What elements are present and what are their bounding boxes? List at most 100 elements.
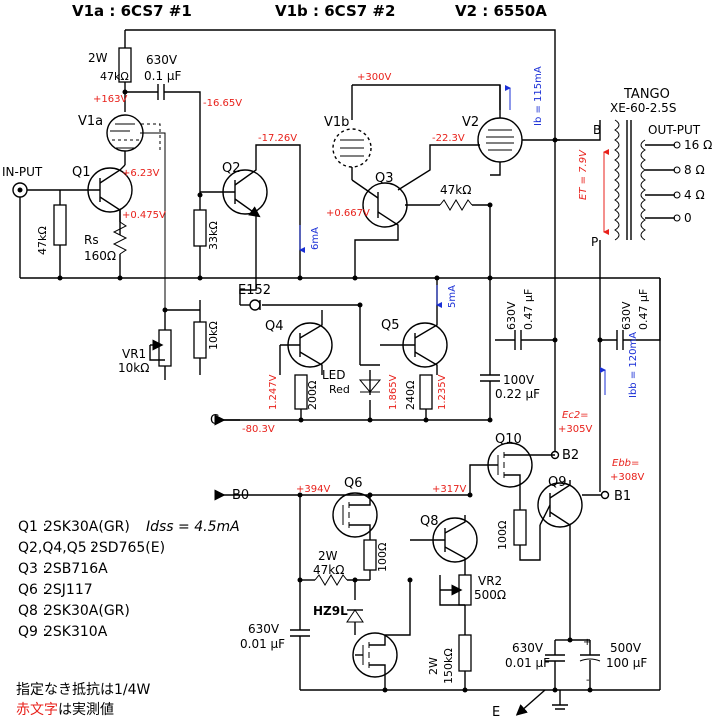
label-r47k-top: 47kΩ (100, 70, 129, 83)
label-c630-c: 630V (248, 622, 280, 636)
meas-vm803: -80.3V (242, 424, 275, 435)
label-r100-q10: 100Ω (496, 521, 509, 550)
label-minus: - (586, 675, 590, 686)
label-vr2: VR2 (478, 574, 502, 588)
label-r47k-in: 47kΩ (36, 226, 49, 255)
transformer-et: ET = 7.9V (578, 149, 589, 200)
footnote-rest: は実測値 (58, 702, 114, 718)
label-q10: Q10 (495, 432, 522, 447)
label-v2: V2 (462, 115, 479, 130)
label-q4: Q4 (265, 319, 284, 334)
footnote-line2: 赤文字は実測値 (16, 702, 114, 718)
label-c047-a: 0.47 μF (522, 289, 535, 330)
label-r2w-top: 2W (88, 51, 108, 65)
legend-part: 2SB716A (44, 561, 108, 577)
label-q1: Q1 (72, 165, 91, 180)
label-c-node: C (210, 413, 219, 428)
label-b2: B2 (562, 448, 579, 463)
label-e152: E152 (238, 283, 271, 298)
part-labels: 2W 47kΩ 630V 0.1 μF V1a Q1 IN-PUT 47kΩ R… (2, 51, 650, 720)
meas-v300: +300V (357, 72, 391, 83)
label-q5: Q5 (381, 318, 400, 333)
label-r160: 160Ω (84, 249, 116, 263)
transformer-p: P (591, 235, 598, 249)
legend-ref: Q1 : (18, 519, 47, 535)
label-led: LED (322, 368, 346, 382)
legend-ref: Q2,Q4,Q5 : (18, 540, 96, 556)
label-q9: Q9 (548, 475, 567, 490)
meas-v0475: +0.475V (122, 210, 166, 221)
label-c630-b: 630V (620, 301, 633, 330)
parts-legend: Q1 : 2SK30A(GR) Idss = 4.5mA Q2,Q4,Q5 : … (18, 519, 240, 640)
transformer-b: B (593, 123, 601, 137)
label-r47k-b: 47kΩ (313, 563, 344, 577)
legend-note: Idss = 4.5mA (146, 519, 240, 535)
junction-dots (57, 89, 603, 693)
current-ibb: Ibb = 120mA (628, 332, 639, 398)
label-plus: + (583, 637, 591, 648)
label-c500v: 500V (610, 641, 642, 655)
meas-v163: +163V (93, 94, 127, 105)
legend-ref: Q3 : (18, 561, 47, 577)
meas-vm1665: -16.65V (203, 98, 242, 109)
meas-v1865: 1.865V (388, 374, 399, 410)
label-q6: Q6 (344, 476, 363, 491)
legend-part: 2SK30A(GR) (44, 519, 130, 535)
label-vr1: VR1 (122, 347, 146, 361)
header-v2: V2 : 6550A (455, 2, 547, 20)
label-q3: Q3 (375, 171, 394, 186)
current-5ma: 5mA (447, 285, 458, 308)
label-c022: 0.22 μF (495, 387, 540, 401)
meas-v0667: +0.667V (326, 208, 370, 219)
meas-v305: +305V (558, 424, 592, 435)
header-v1a: V1a : 6CS7 #1 (72, 2, 192, 20)
label-c047-b: 0.47 μF (637, 289, 650, 330)
label-v1b: V1b (324, 115, 349, 130)
label-c630-d: 630V (512, 641, 544, 655)
label-e-node: E (492, 705, 500, 720)
tap-4: 4 Ω (684, 188, 705, 202)
label-c01-top: 0.1 μF (144, 69, 182, 83)
transformer-brand: TANGO (623, 87, 670, 102)
legend-ref: Q9 : (18, 624, 47, 640)
label-r47k-fb: 47kΩ (440, 183, 471, 197)
label-r33k: 33kΩ (207, 221, 220, 250)
label-input: IN-PUT (2, 165, 43, 179)
label-c630-top: 630V (146, 53, 178, 67)
meas-v623: +6.23V (122, 168, 160, 179)
label-vr2-val: 500Ω (474, 588, 506, 602)
label-r10k: 10kΩ (207, 321, 220, 350)
label-r2w-b: 2W (318, 549, 338, 563)
label-r200: 200Ω (306, 381, 319, 410)
label-rs: Rs (84, 233, 99, 247)
footnote-red: 赤文字 (16, 702, 58, 718)
label-vr1-val: 10kΩ (118, 361, 149, 375)
legend-part: 2SJ117 (44, 582, 93, 598)
meas-v317: +317V (432, 484, 466, 495)
label-c001-d: 0.01 μF (505, 656, 550, 670)
label-v1a: V1a (78, 114, 103, 129)
label-led-red: Red (329, 383, 350, 396)
label-c100v: 100V (503, 373, 535, 387)
transformer-out-label: OUT-PUT (648, 123, 701, 137)
transformer-model: XE-60-2.5S (610, 101, 676, 115)
tap-0: 0 (684, 211, 692, 225)
label-b1: B1 (614, 489, 631, 504)
label-hz9l: HZ9L (313, 604, 348, 618)
legend-part: 2SK310A (44, 624, 108, 640)
legend-ref: Q8 : (18, 603, 47, 619)
legend-part: 2SK30A(GR) (44, 603, 130, 619)
label-c630-a: 630V (505, 301, 518, 330)
label-r240: 240Ω (404, 381, 417, 410)
meas-vm1726: -17.26V (258, 133, 297, 144)
meas-v1235: 1.235V (437, 374, 448, 410)
transformer-labels: TANGO XE-60-2.5S OUT-PUT B P 16 Ω 8 Ω 4 … (578, 87, 712, 249)
header-v1b: V1b : 6CS7 #2 (275, 2, 395, 20)
label-c001-c: 0.01 μF (240, 637, 285, 651)
label-q8: Q8 (420, 514, 439, 529)
meas-v394: +394V (296, 484, 330, 495)
legend-part: 2SD765(E) (90, 540, 165, 556)
tap-8: 8 Ω (684, 163, 705, 177)
meas-v1247: 1.247V (268, 374, 279, 410)
